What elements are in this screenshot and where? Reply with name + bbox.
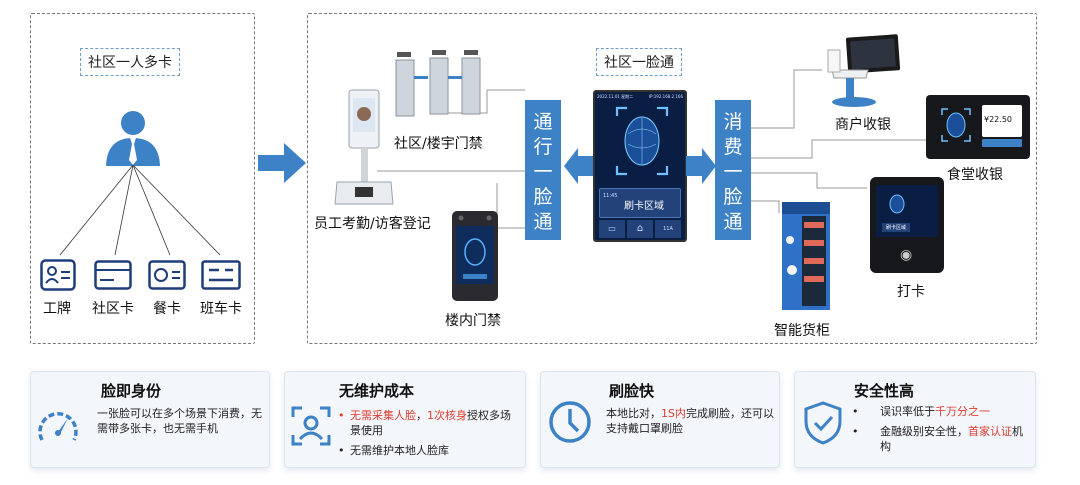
bullet-marker: • (338, 444, 345, 457)
face-frame-icon (889, 194, 905, 214)
label-building-door: 楼内门禁 (445, 313, 501, 329)
face-scan-icon (291, 406, 331, 446)
pass-bar-char: 行 (533, 136, 553, 158)
face-scan-small-icon (941, 108, 971, 142)
card-label-community: 社区卡 (92, 301, 134, 317)
attendance-kiosk-icon (334, 89, 394, 205)
highlight-text: 首家认证 (968, 425, 1012, 438)
community-card-icon (94, 260, 132, 290)
pass-face-bar: 通 行 一 脸 通 (525, 100, 561, 240)
feature-card-speed (540, 371, 780, 468)
highlight-text: 无需采集人脸 (350, 409, 416, 422)
canteen-pay-button[interactable] (982, 139, 1022, 147)
card-connector-lines (59, 164, 221, 256)
bullet-marker: • (852, 425, 859, 438)
clockin-button[interactable]: 刷卡区域 (882, 223, 911, 232)
right-panel-title: 社区一脸通 (596, 48, 682, 76)
home-icon[interactable]: ⌂ (627, 220, 653, 238)
person-icon (106, 111, 160, 166)
body-text: 误识率低于 (880, 405, 935, 418)
badge-icon (40, 259, 76, 291)
card-label-bus: 班车卡 (200, 301, 242, 317)
consume-bar-char: 消 (723, 111, 743, 133)
feature-title-speed: 刷脸快 (609, 382, 655, 400)
feature-title-maintenance: 无维护成本 (339, 382, 415, 400)
label-merchant: 商户收银 (835, 117, 891, 133)
door-terminal-icon (452, 211, 498, 301)
terminal-bottom-bar: ▭ ⌂ 11A (599, 220, 681, 238)
bullet-marker: • (852, 405, 859, 418)
pos-terminal-icon (827, 34, 901, 107)
label-cabinet: 智能货柜 (774, 323, 830, 339)
consume-face-bar: 消 费 一 脸 通 (715, 100, 751, 240)
chat-icon[interactable]: ▭ (599, 220, 625, 238)
nfc-icon: ◉ (900, 247, 913, 263)
label-clockin: 打卡 (897, 284, 925, 300)
left-arrow-icon (564, 148, 594, 184)
pass-bar-char: 一 (533, 161, 553, 183)
consume-bar-char: 费 (723, 136, 743, 158)
right-panel (307, 13, 1037, 344)
card-label-meal: 餐卡 (153, 301, 181, 317)
consume-bar-char: 通 (723, 211, 743, 233)
body-text: 无需维护本地人脸库 (350, 444, 449, 457)
meal-card-icon (148, 260, 186, 290)
feature-card-security (794, 371, 1036, 468)
body-text: 机构 (880, 425, 1023, 453)
speedometer-icon (38, 412, 78, 441)
feature-item-maintenance-1: 无需采集人脸，1次核身授权多场景使用 (350, 408, 520, 438)
highlight-text: 1次核身 (427, 409, 467, 422)
feature-item-security-1: 误识率低于千万分之一 (880, 404, 1030, 419)
pass-bar-char: 脸 (533, 186, 553, 208)
body-text: ， (416, 409, 427, 422)
canteen-amount-panel: ¥22.50 (982, 105, 1022, 137)
left-panel-title: 社区一人多卡 (80, 48, 180, 76)
terminal-bottom-text: 11A (655, 220, 681, 238)
feature-item-security-2: 金融级别安全性，首家认证机构 (880, 424, 1030, 454)
feature-title-security: 安全性高 (854, 382, 915, 400)
feature-card-maintenance (284, 371, 526, 468)
swipe-card-label: 刷卡区域 (624, 201, 664, 212)
device-connector-lines (377, 69, 927, 229)
swipe-card-button[interactable]: 11:45 刷卡区域 (599, 188, 681, 218)
vending-cabinet-icon (782, 202, 830, 310)
clockin-terminal: 刷卡区域 ◉ (870, 177, 944, 273)
feature-text-speed: 本地比对，1S内完成刷脸，还可以支持戴口罩刷脸 (606, 406, 774, 436)
canteen-terminal: ¥22.50 (926, 95, 1030, 159)
highlight-text: 千万分之一 (935, 405, 990, 418)
bus-card-icon (201, 260, 241, 290)
right-small-arrow-icon (686, 148, 716, 184)
terminal-status-left: 2022.11.01 星期二 (597, 94, 634, 99)
canteen-amount: ¥22.50 (984, 115, 1012, 124)
face-recognition-icon (615, 106, 669, 176)
right-arrow-icon (258, 143, 306, 183)
clockin-screen: 刷卡区域 (876, 185, 938, 237)
body-text: 授权多场景使用 (350, 409, 511, 437)
highlight-text: 1S内 (661, 407, 686, 420)
consume-bar-char: 脸 (723, 186, 743, 208)
left-panel (30, 13, 255, 344)
pass-bar-char: 通 (533, 211, 553, 233)
turnstile-gate-icon (395, 50, 481, 117)
body-text: 金融级别安全性， (880, 425, 968, 438)
consume-bar-char: 一 (723, 161, 743, 183)
terminal-status-right: IP:192.168.2.166 (648, 94, 683, 99)
terminal-small-text: 11:45 (603, 193, 618, 199)
clock-icon (549, 401, 591, 443)
center-terminal: 2022.11.01 星期二 IP:192.168.2.166 11:45 刷卡… (593, 90, 687, 242)
label-canteen: 食堂收银 (947, 167, 1003, 183)
feature-text-identity: 一张脸可以在多个场景下消费，无需带多张卡，也无需手机 (97, 407, 262, 435)
feature-item-maintenance-2: 无需维护本地人脸库 (350, 443, 520, 458)
pass-bar-char: 通 (533, 111, 553, 133)
card-label-badge: 工牌 (43, 301, 71, 317)
shield-check-icon (804, 401, 842, 445)
feature-title-identity: 脸即身份 (101, 382, 162, 400)
bullet-marker: • (338, 409, 345, 422)
body-text: 本地比对， (606, 407, 661, 420)
label-attendance: 员工考勤/访客登记 (314, 216, 431, 232)
body-text: 完成刷脸，还可以支持戴口罩刷脸 (606, 407, 774, 435)
label-community-gate: 社区/楼宇门禁 (394, 136, 483, 152)
